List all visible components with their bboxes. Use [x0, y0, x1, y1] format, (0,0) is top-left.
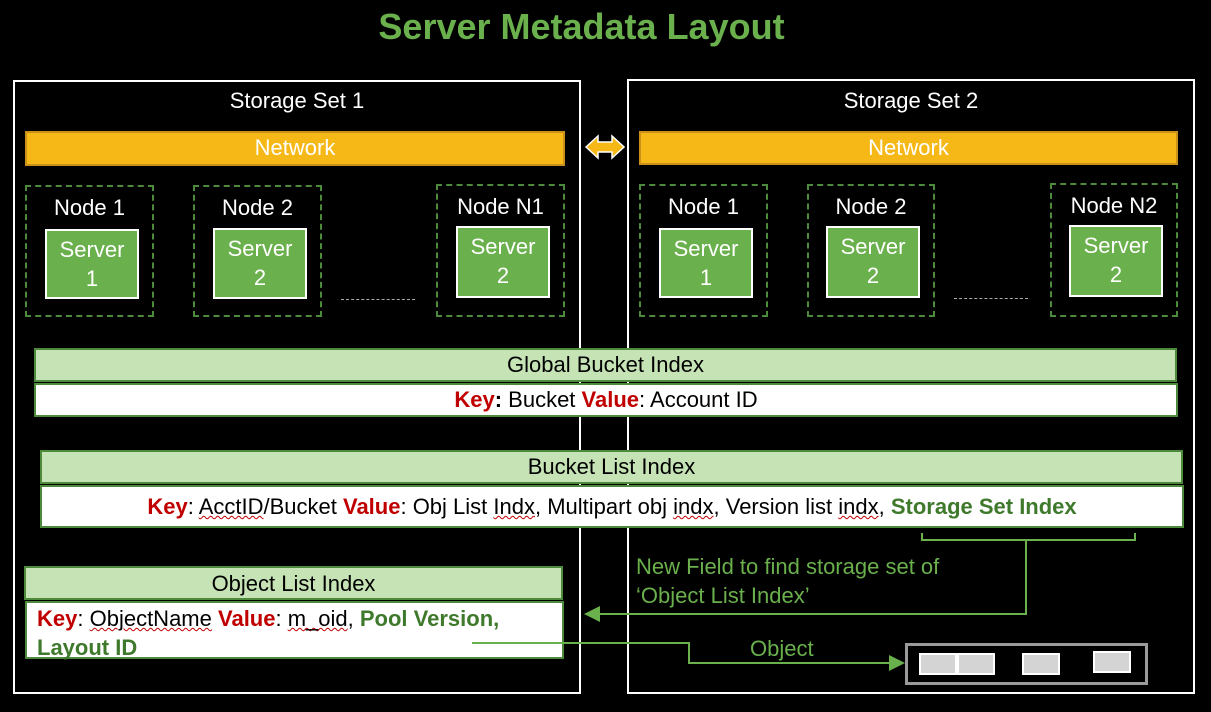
server-box: Server 2 [826, 226, 920, 298]
value-part: , Version list [713, 494, 839, 519]
value-word: Indx [493, 494, 535, 519]
key-value-acctid: AcctID [198, 494, 264, 519]
ellipsis-connector [954, 298, 1028, 299]
object-list-index-row: Key: ObjectName Value: m_oid, Pool Versi… [25, 601, 564, 660]
server-label: Server [673, 236, 739, 261]
network-bar-set-1: Network [25, 131, 565, 166]
server-label: Server [59, 237, 125, 262]
node-label: Node 1 [54, 195, 125, 220]
server-box: Server 1 [45, 229, 139, 299]
server-number: 2 [866, 263, 880, 288]
node-card: Node 2 Server 2 [193, 185, 322, 317]
node-label: Node 2 [835, 194, 907, 219]
server-box: Server 1 [659, 228, 753, 298]
key-value: ObjectName [89, 606, 212, 631]
value-suffix: , [347, 606, 360, 631]
node-card: Node N2 Server 2 [1050, 183, 1178, 317]
page-title: Server Metadata Layout [378, 6, 785, 47]
storage-set-index-bracket [921, 533, 1136, 541]
server-number: 2 [496, 263, 510, 288]
server-number: 1 [85, 266, 99, 291]
object-label: Object [750, 636, 814, 661]
value-prefix: : [275, 606, 288, 631]
node-card: Node 1 Server 1 [639, 184, 768, 317]
server-label: Server [1083, 233, 1149, 258]
key-prefix: : [77, 606, 90, 631]
bucket-list-index-header: Bucket List Index [40, 450, 1183, 484]
object-list-index-header: Object List Index [24, 566, 563, 600]
value-word: indx [673, 494, 714, 519]
server-number: 2 [1109, 262, 1123, 287]
annotation-line-1: New Field to find storage set of [636, 554, 940, 579]
storage-set-index-highlight: Storage Set Index [890, 494, 1077, 519]
server-number: 2 [253, 265, 267, 290]
value-value: : Account ID [639, 387, 758, 412]
layout-id-connector [472, 642, 905, 671]
node-card: Node N1 Server 2 [436, 184, 565, 317]
bucket-list-index-row: Key: AcctID/Bucket Value: Obj List Indx,… [40, 485, 1184, 528]
key-value: Bucket [502, 387, 582, 412]
storage-set-index-connector [584, 540, 1027, 622]
node-card: Node 1 Server 1 [25, 185, 154, 317]
node-label: Node N1 [457, 194, 544, 219]
value-value: m_oid [287, 606, 348, 631]
annotation-note: New Field to find storage set of ‘Object… [636, 552, 1056, 610]
value-label: Value [581, 387, 640, 412]
node-label: Node N2 [1070, 193, 1158, 218]
object-chunk [1093, 651, 1131, 673]
bidirectional-arrow-icon [584, 134, 626, 160]
node-label: Node 1 [668, 194, 739, 219]
layout-id-highlight: Layout ID [37, 635, 138, 660]
key-label: Key [454, 387, 495, 412]
value-part: : Obj List [400, 494, 494, 519]
object-chunk [1022, 653, 1060, 675]
value-word: indx [838, 494, 879, 519]
node-label: Node 2 [222, 195, 293, 220]
value-label: Value [342, 494, 401, 519]
key-label: Key [147, 494, 188, 519]
key-prefix: : [187, 494, 199, 519]
object-chunk [957, 653, 995, 675]
key-value-bucket: /Bucket [263, 494, 343, 519]
server-box: Server 2 [456, 226, 550, 298]
global-bucket-index-row: Key: Bucket Value: Account ID [34, 383, 1178, 417]
pool-version-highlight: Pool Version, [359, 606, 500, 631]
key-separator: : [494, 387, 503, 412]
network-bar-set-2: Network [639, 131, 1178, 165]
value-part: , Multipart obj [534, 494, 674, 519]
server-label: Server [840, 234, 906, 259]
node-card: Node 2 Server 2 [807, 184, 935, 317]
server-box: Server 2 [1069, 225, 1163, 297]
key-label: Key [37, 606, 78, 631]
value-label: Value [218, 606, 276, 631]
annotation-line-2: ‘Object List Index’ [636, 583, 810, 608]
storage-set-2-label: Storage Set 2 [843, 88, 979, 113]
server-label: Server [470, 234, 536, 259]
server-number: 1 [699, 265, 713, 290]
server-label: Server [227, 236, 293, 261]
storage-set-1-label: Storage Set 1 [229, 88, 365, 113]
value-part: , [878, 494, 891, 519]
ellipsis-connector [341, 299, 415, 300]
object-container [905, 643, 1148, 685]
object-chunk [919, 653, 957, 675]
global-bucket-index-header: Global Bucket Index [34, 348, 1177, 382]
server-box: Server 2 [213, 228, 307, 299]
